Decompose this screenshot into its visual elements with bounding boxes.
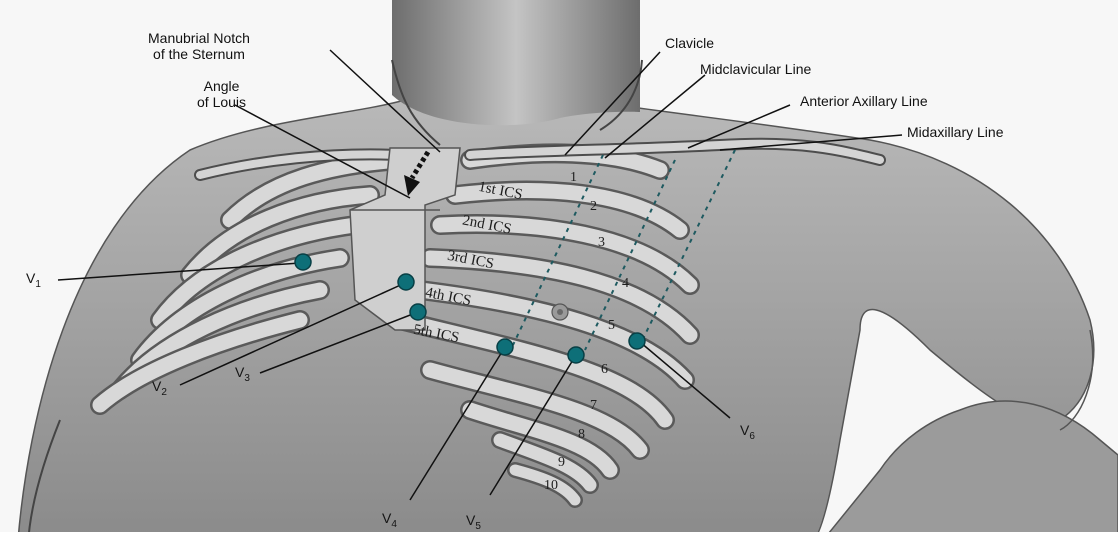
- rib-number-6: 6: [601, 362, 608, 378]
- lead-label-v5: V5: [466, 512, 481, 532]
- lead-label-v6: V6: [740, 422, 755, 442]
- rib-number-10: 10: [544, 478, 558, 494]
- neck: [392, 0, 640, 125]
- rib-number-8: 8: [578, 427, 585, 443]
- label-anterior-axillary-line: Anterior Axillary Line: [800, 93, 928, 109]
- label-clavicle: Clavicle: [665, 35, 714, 51]
- electrode-v1: [295, 254, 311, 270]
- rib-number-4: 4: [622, 276, 629, 292]
- rib-number-3: 3: [598, 235, 605, 251]
- lead-label-v3: V3: [235, 364, 250, 384]
- electrode-v2: [398, 274, 414, 290]
- label-midaxillary-line: Midaxillary Line: [907, 124, 1003, 140]
- electrode-v6: [629, 333, 645, 349]
- rib-number-7: 7: [590, 398, 597, 414]
- bottom-strip: [0, 532, 1118, 544]
- rib-number-9: 9: [558, 455, 565, 471]
- electrode-v3: [410, 304, 426, 320]
- lead-label-v1: V1: [26, 270, 41, 290]
- label-manubrial-notch: Manubrial Notch of the Sternum: [148, 30, 250, 62]
- label-angle-of-louis: Angle of Louis: [197, 78, 246, 110]
- lead-label-v2: V2: [152, 378, 167, 398]
- electrode-v4: [497, 339, 513, 355]
- electrode-v5: [568, 347, 584, 363]
- label-midclavicular-line: Midclavicular Line: [700, 61, 811, 77]
- lead-label-v4: V4: [382, 510, 397, 530]
- rib-number-2: 2: [590, 199, 597, 215]
- rib-number-5: 5: [608, 318, 615, 334]
- rib-number-1: 1: [570, 170, 577, 186]
